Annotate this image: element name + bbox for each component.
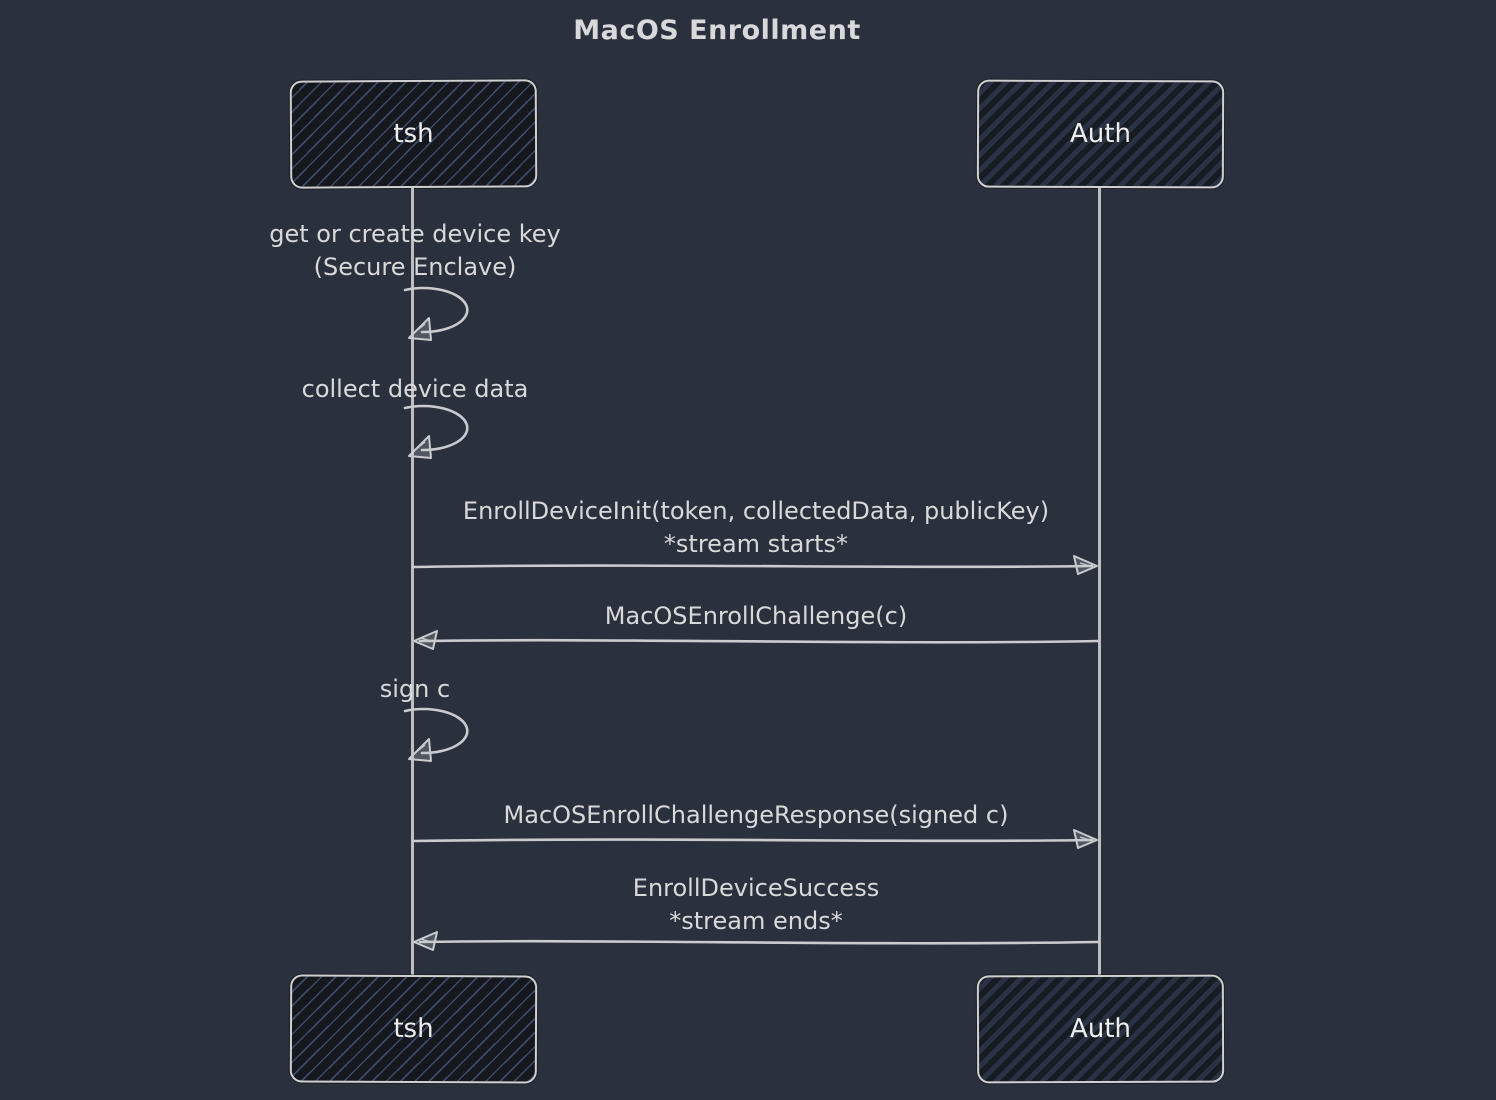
actor-label-auth-top: Auth	[1069, 118, 1132, 150]
message-text-line: collect device data	[301, 375, 529, 403]
message-line	[418, 939, 1100, 945]
actor-box-tsh-bottom: tsh	[289, 974, 538, 1084]
self-message-label: get or create device key (Secure Enclave…	[215, 218, 615, 284]
message-text-line: *stream ends*	[669, 907, 843, 935]
self-message-label: collect device data	[215, 373, 615, 406]
arrowhead-hatch	[414, 323, 426, 333]
arrowhead-hatch	[420, 637, 432, 642]
self-message-label: sign c	[215, 673, 615, 706]
arrowhead-hatch	[420, 938, 432, 943]
diagram-title: MacOS Enrollment	[573, 15, 861, 46]
self-loop-arc	[403, 404, 469, 452]
self-loop-device-key	[403, 286, 469, 341]
arrowhead-hatch	[1079, 836, 1091, 841]
arrow-enroll-challenge-response	[411, 829, 1098, 849]
actor-box-auth-bottom: Auth	[976, 974, 1225, 1084]
message-line	[418, 638, 1100, 644]
message-text-line: sign c	[379, 675, 451, 703]
actor-label-tsh-top: tsh	[393, 118, 434, 150]
message-label: MacOSEnrollChallengeResponse(signed c)	[406, 799, 1106, 832]
message-label: MacOSEnrollChallenge(c)	[406, 600, 1106, 633]
left-arrowhead	[413, 630, 438, 650]
lifeline-tsh	[411, 188, 414, 976]
message-label: EnrollDeviceSuccess *stream ends*	[406, 872, 1106, 938]
arrowhead-hatch	[414, 744, 426, 754]
self-loop-arc	[403, 286, 469, 334]
arrowhead-hatch	[414, 441, 426, 451]
arrowhead-hatch	[1079, 562, 1091, 567]
arrow-enroll-challenge	[413, 630, 1100, 650]
message-text-line: get or create device key	[269, 220, 561, 248]
message-label: EnrollDeviceInit(token, collectedData, p…	[406, 495, 1106, 561]
message-line	[411, 564, 1094, 569]
message-text-line: *stream starts*	[663, 530, 849, 558]
message-line	[411, 838, 1094, 843]
actor-label-tsh-bottom: tsh	[393, 1013, 434, 1045]
self-loop-collect-data	[403, 404, 469, 459]
self-loop-arc	[403, 707, 469, 755]
right-arrowhead	[1073, 829, 1098, 849]
message-text-line: (Secure Enclave)	[313, 253, 517, 281]
message-text-line: MacOSEnrollChallenge(c)	[604, 602, 908, 630]
actor-label-auth-bottom: Auth	[1069, 1013, 1132, 1045]
message-text-line: EnrollDeviceInit(token, collectedData, p…	[462, 497, 1050, 525]
message-text-line: MacOSEnrollChallengeResponse(signed c)	[503, 801, 1009, 829]
lifeline-auth	[1098, 188, 1101, 976]
actor-box-auth-top: Auth	[976, 79, 1225, 189]
self-loop-sign-c	[403, 707, 469, 762]
message-text-line: EnrollDeviceSuccess	[632, 874, 880, 902]
actor-box-tsh-top: tsh	[289, 79, 538, 189]
